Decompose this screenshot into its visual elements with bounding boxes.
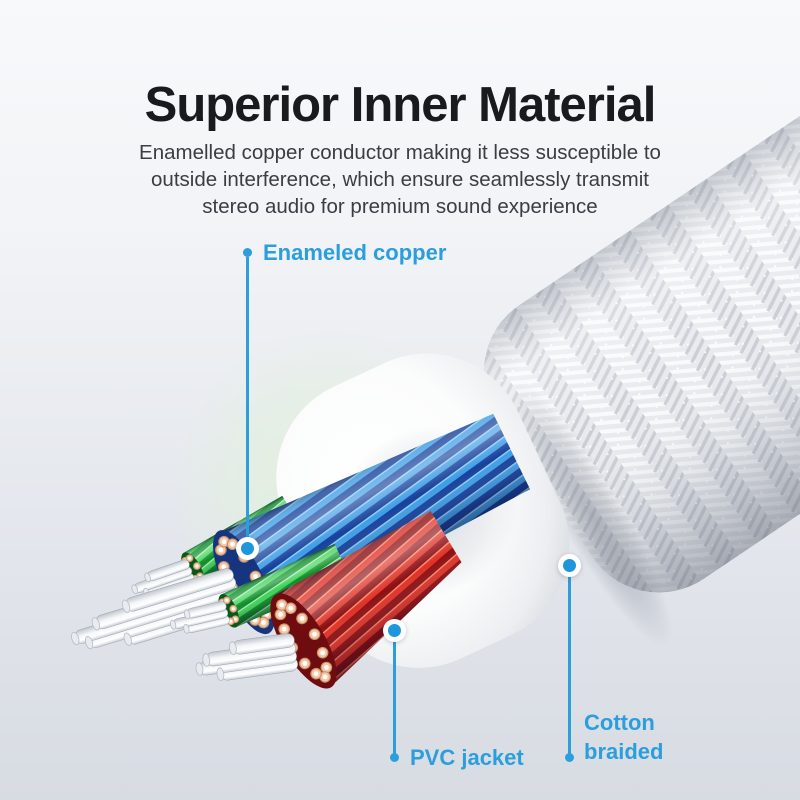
callout-label-pvc-jacket: PVC jacket [410, 745, 524, 770]
description-line: outside interference, which ensure seaml… [151, 168, 649, 191]
description-line: Enamelled copper conductor making it les… [139, 141, 661, 164]
callout-leader-line [246, 257, 249, 541]
callout-anchor-dot [558, 554, 581, 577]
callout-leader-line [568, 577, 571, 754]
callout-anchor-dot [236, 537, 259, 560]
copper-core-strands-red [195, 633, 298, 681]
copper-core-strands-green-2 [169, 601, 230, 634]
description: Enamelled copper conductor making it les… [0, 139, 800, 220]
page-title: Superior Inner Material [144, 77, 657, 132]
cotton-braided-sleeve [483, 0, 800, 593]
callout-marker-dot [390, 753, 399, 762]
callout-leader-line [393, 642, 396, 754]
callout-label-cotton-braided: Cotton braided [584, 710, 664, 764]
callout-marker-dot [243, 248, 252, 257]
sleeve-opening-shadow [511, 382, 673, 648]
callout-label-enameled-copper: Enameled copper [263, 240, 447, 265]
red-wire-bundle [270, 510, 462, 689]
callout-anchor-dot [383, 619, 406, 642]
description-line: stereo audio for premium sound experienc… [202, 195, 598, 218]
callout-marker-dot [565, 753, 574, 762]
